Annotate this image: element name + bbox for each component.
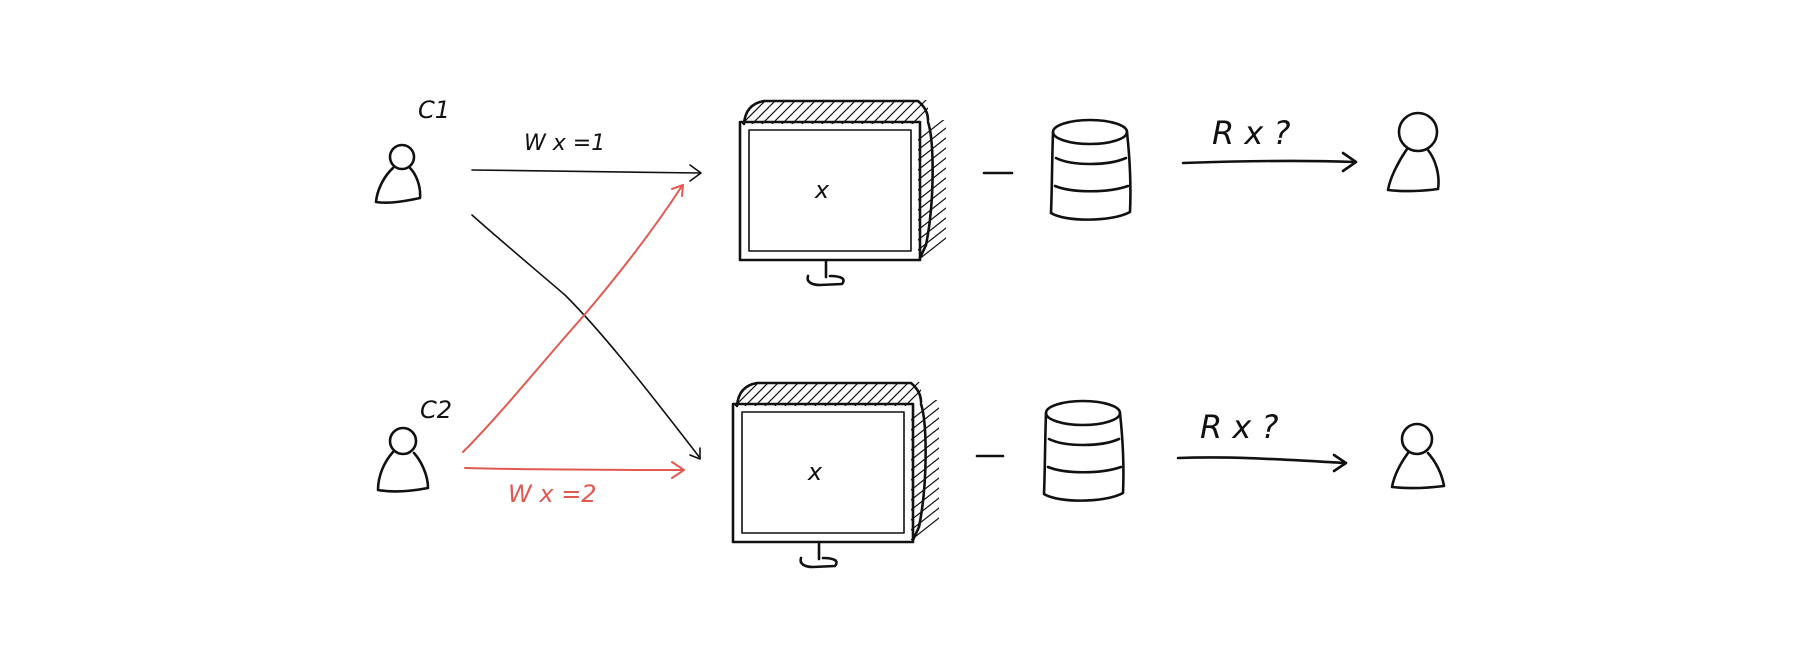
database-icon [1042,399,1125,502]
client-2-label: C2 [420,396,452,424]
write-arrow-c1-to-server-1 [471,164,702,182]
write-arrow-c1-to-server-2 [471,214,701,460]
database-1 [1049,118,1132,221]
monitor-icon [738,99,946,287]
person-icon [1390,422,1446,490]
server-1-value: x [814,176,830,204]
person-icon [1386,111,1440,193]
read-label-2: R x ? [1200,408,1279,446]
reader-1 [1386,111,1440,193]
client-2: C2 [376,396,452,493]
read-arrow-1 [1181,151,1358,173]
write-arrow-c2-to-server-1 [462,184,684,453]
client-1: C1 [374,96,450,204]
person-icon [376,426,430,493]
write-arrow-c2-to-server-2 [464,461,685,479]
read-arrow-2 [1176,453,1348,473]
write-label-2: W x =2 [508,480,597,508]
client-1-label: C1 [418,96,450,124]
read-label-1: R x ? [1212,114,1291,152]
person-icon [374,143,422,204]
monitor-icon [731,381,939,569]
database-icon [1049,118,1132,221]
server-2: x [731,381,939,569]
reader-2 [1390,422,1446,490]
server-2-value: x [807,458,823,486]
server-1: x [738,99,946,287]
database-2 [1042,399,1125,502]
write-label-1: W x =1 [524,131,605,156]
